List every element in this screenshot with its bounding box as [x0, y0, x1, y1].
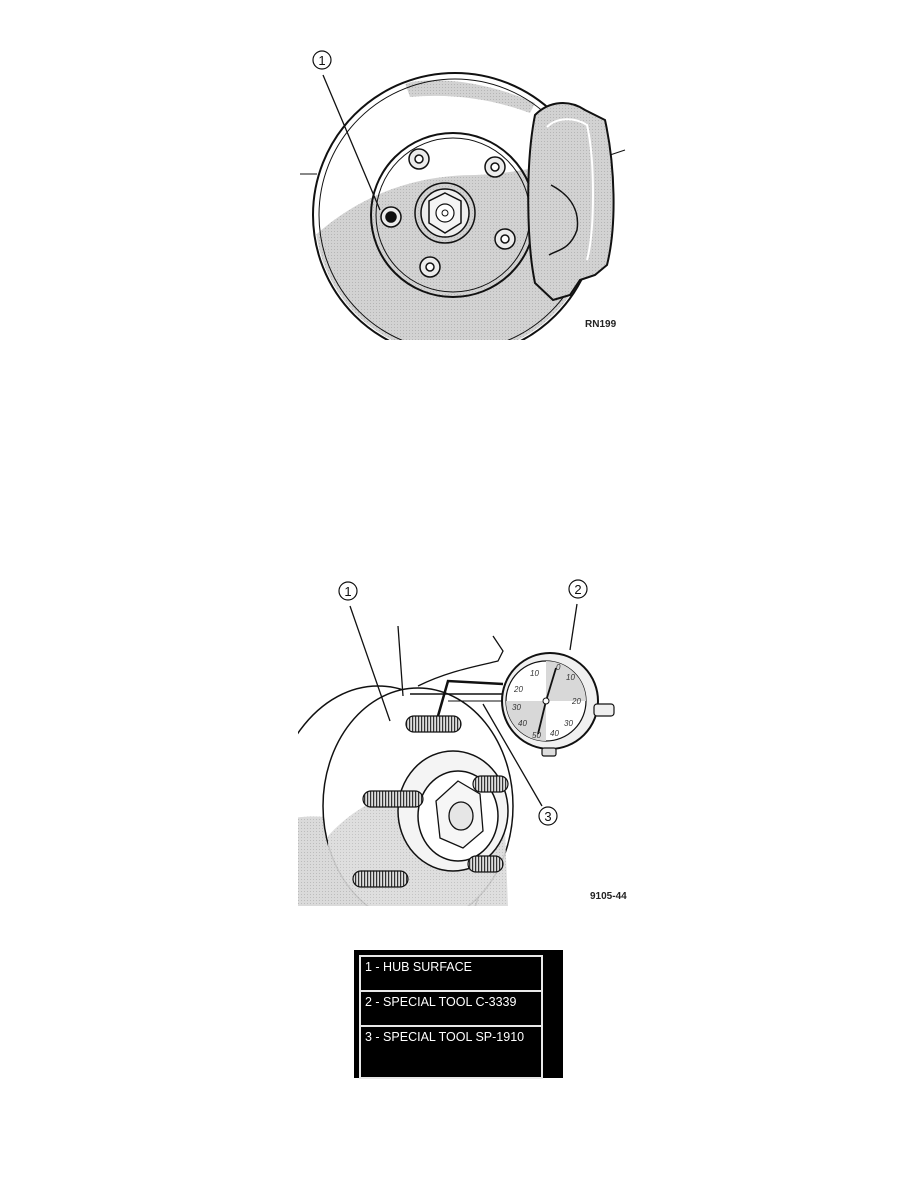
- legend-item-tool-sp1910: 3 - SPECIAL TOOL SP-1910: [365, 1030, 525, 1044]
- legend-item-hub-surface: 1 - HUB SURFACE: [361, 957, 541, 992]
- dial-number: 30: [512, 703, 521, 712]
- rotor-illustration: 1 RN199: [295, 45, 635, 340]
- runout-drawing: 10 0 10 20 20 30 30 40 40 50 1 2 3: [298, 579, 627, 906]
- dial-number: 20: [571, 697, 581, 706]
- dial-number: 10: [566, 673, 575, 682]
- dial-number: 0: [556, 663, 561, 672]
- dial-number: 20: [513, 685, 523, 694]
- figure-code: RN199: [585, 319, 617, 330]
- callout-2-badge: [568, 579, 588, 599]
- dial-number: 30: [564, 719, 573, 728]
- runout-illustration: 10 0 10 20 20 30 30 40 40 50 1 2 3: [298, 576, 635, 906]
- legend-table: 1 - HUB SURFACE 2 - SPECIAL TOOL C-3339 …: [359, 955, 543, 1079]
- legend-item-tool-c3339: 2 - SPECIAL TOOL C-3339: [361, 992, 541, 1027]
- rotor-drawing: 1 RN199: [300, 50, 626, 340]
- callout-1-number: 1: [344, 584, 351, 599]
- dial-number: 10: [530, 669, 539, 678]
- callout-1-number: 1: [318, 53, 325, 68]
- callout-2-number: 2: [574, 582, 581, 597]
- callout-legend: 1 - HUB SURFACE 2 - SPECIAL TOOL C-3339 …: [354, 950, 563, 1079]
- callout-3-badge: [538, 806, 558, 826]
- dial-number: 40: [518, 719, 527, 728]
- dial-number: 40: [550, 729, 559, 738]
- callout-3-number: 3: [544, 809, 551, 824]
- figure-code: 9105-44: [590, 891, 627, 902]
- dial-scale: 10 0 10 20 20 30 30 40 40 50: [512, 663, 581, 740]
- callout-1-badge: [312, 50, 332, 70]
- dial-number: 50: [532, 731, 541, 740]
- callout-1-badge: [338, 581, 358, 601]
